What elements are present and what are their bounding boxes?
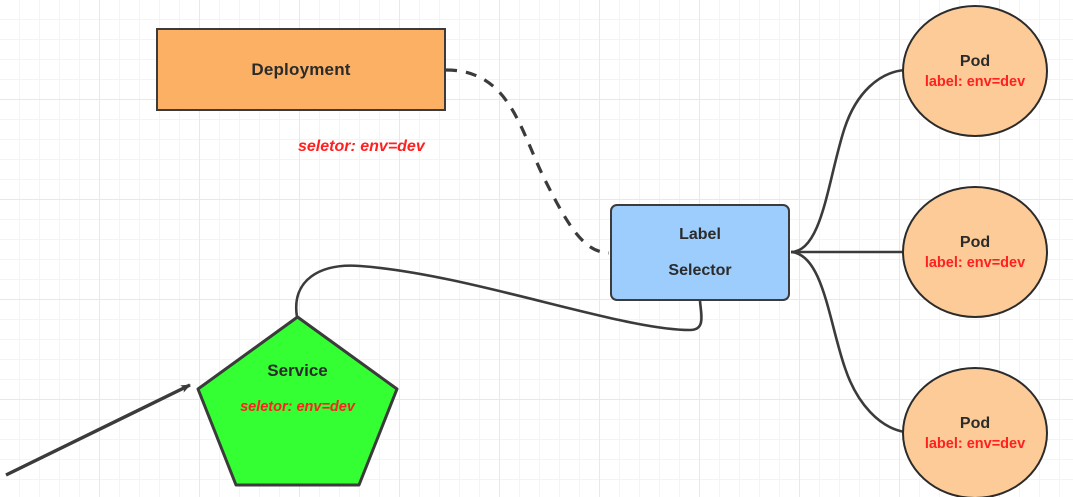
edge-label-selector-to-pod-3 <box>790 250 906 434</box>
service-selector-annotation: seletor: env=dev <box>240 399 355 415</box>
pod-node-2[interactable]: Pod label: env=dev <box>902 186 1048 318</box>
deployment-node[interactable]: Deployment <box>156 28 446 111</box>
edge-deployment-to-label-selector <box>445 68 610 255</box>
label-selector-line2: Selector <box>668 261 732 279</box>
pod-selector-annotation-2: label: env=dev <box>924 254 1026 271</box>
label-selector-node[interactable]: Label Selector <box>610 204 790 301</box>
pod-selector-annotation-1: label: env=dev <box>924 73 1026 90</box>
edge-inbound-traffic-to-service <box>5 383 191 477</box>
pod-label-1: Pod <box>959 52 991 70</box>
pod-selector-annotation-3: label: env=dev <box>924 435 1026 452</box>
pod-node-3[interactable]: Pod label: env=dev <box>902 367 1048 497</box>
label-selector-line1: Label <box>679 225 721 243</box>
pentagon-shape <box>196 315 399 487</box>
service-node[interactable]: Service seletor: env=dev <box>196 315 399 487</box>
edge-label-selector-to-pod-1 <box>790 68 906 254</box>
pod-label-2: Pod <box>959 233 991 251</box>
deployment-selector-annotation: seletor: env=dev <box>298 138 425 155</box>
pod-label-3: Pod <box>959 414 991 432</box>
pod-node-1[interactable]: Pod label: env=dev <box>902 5 1048 137</box>
deployment-label: Deployment <box>251 59 351 79</box>
service-label: Service <box>267 361 328 380</box>
